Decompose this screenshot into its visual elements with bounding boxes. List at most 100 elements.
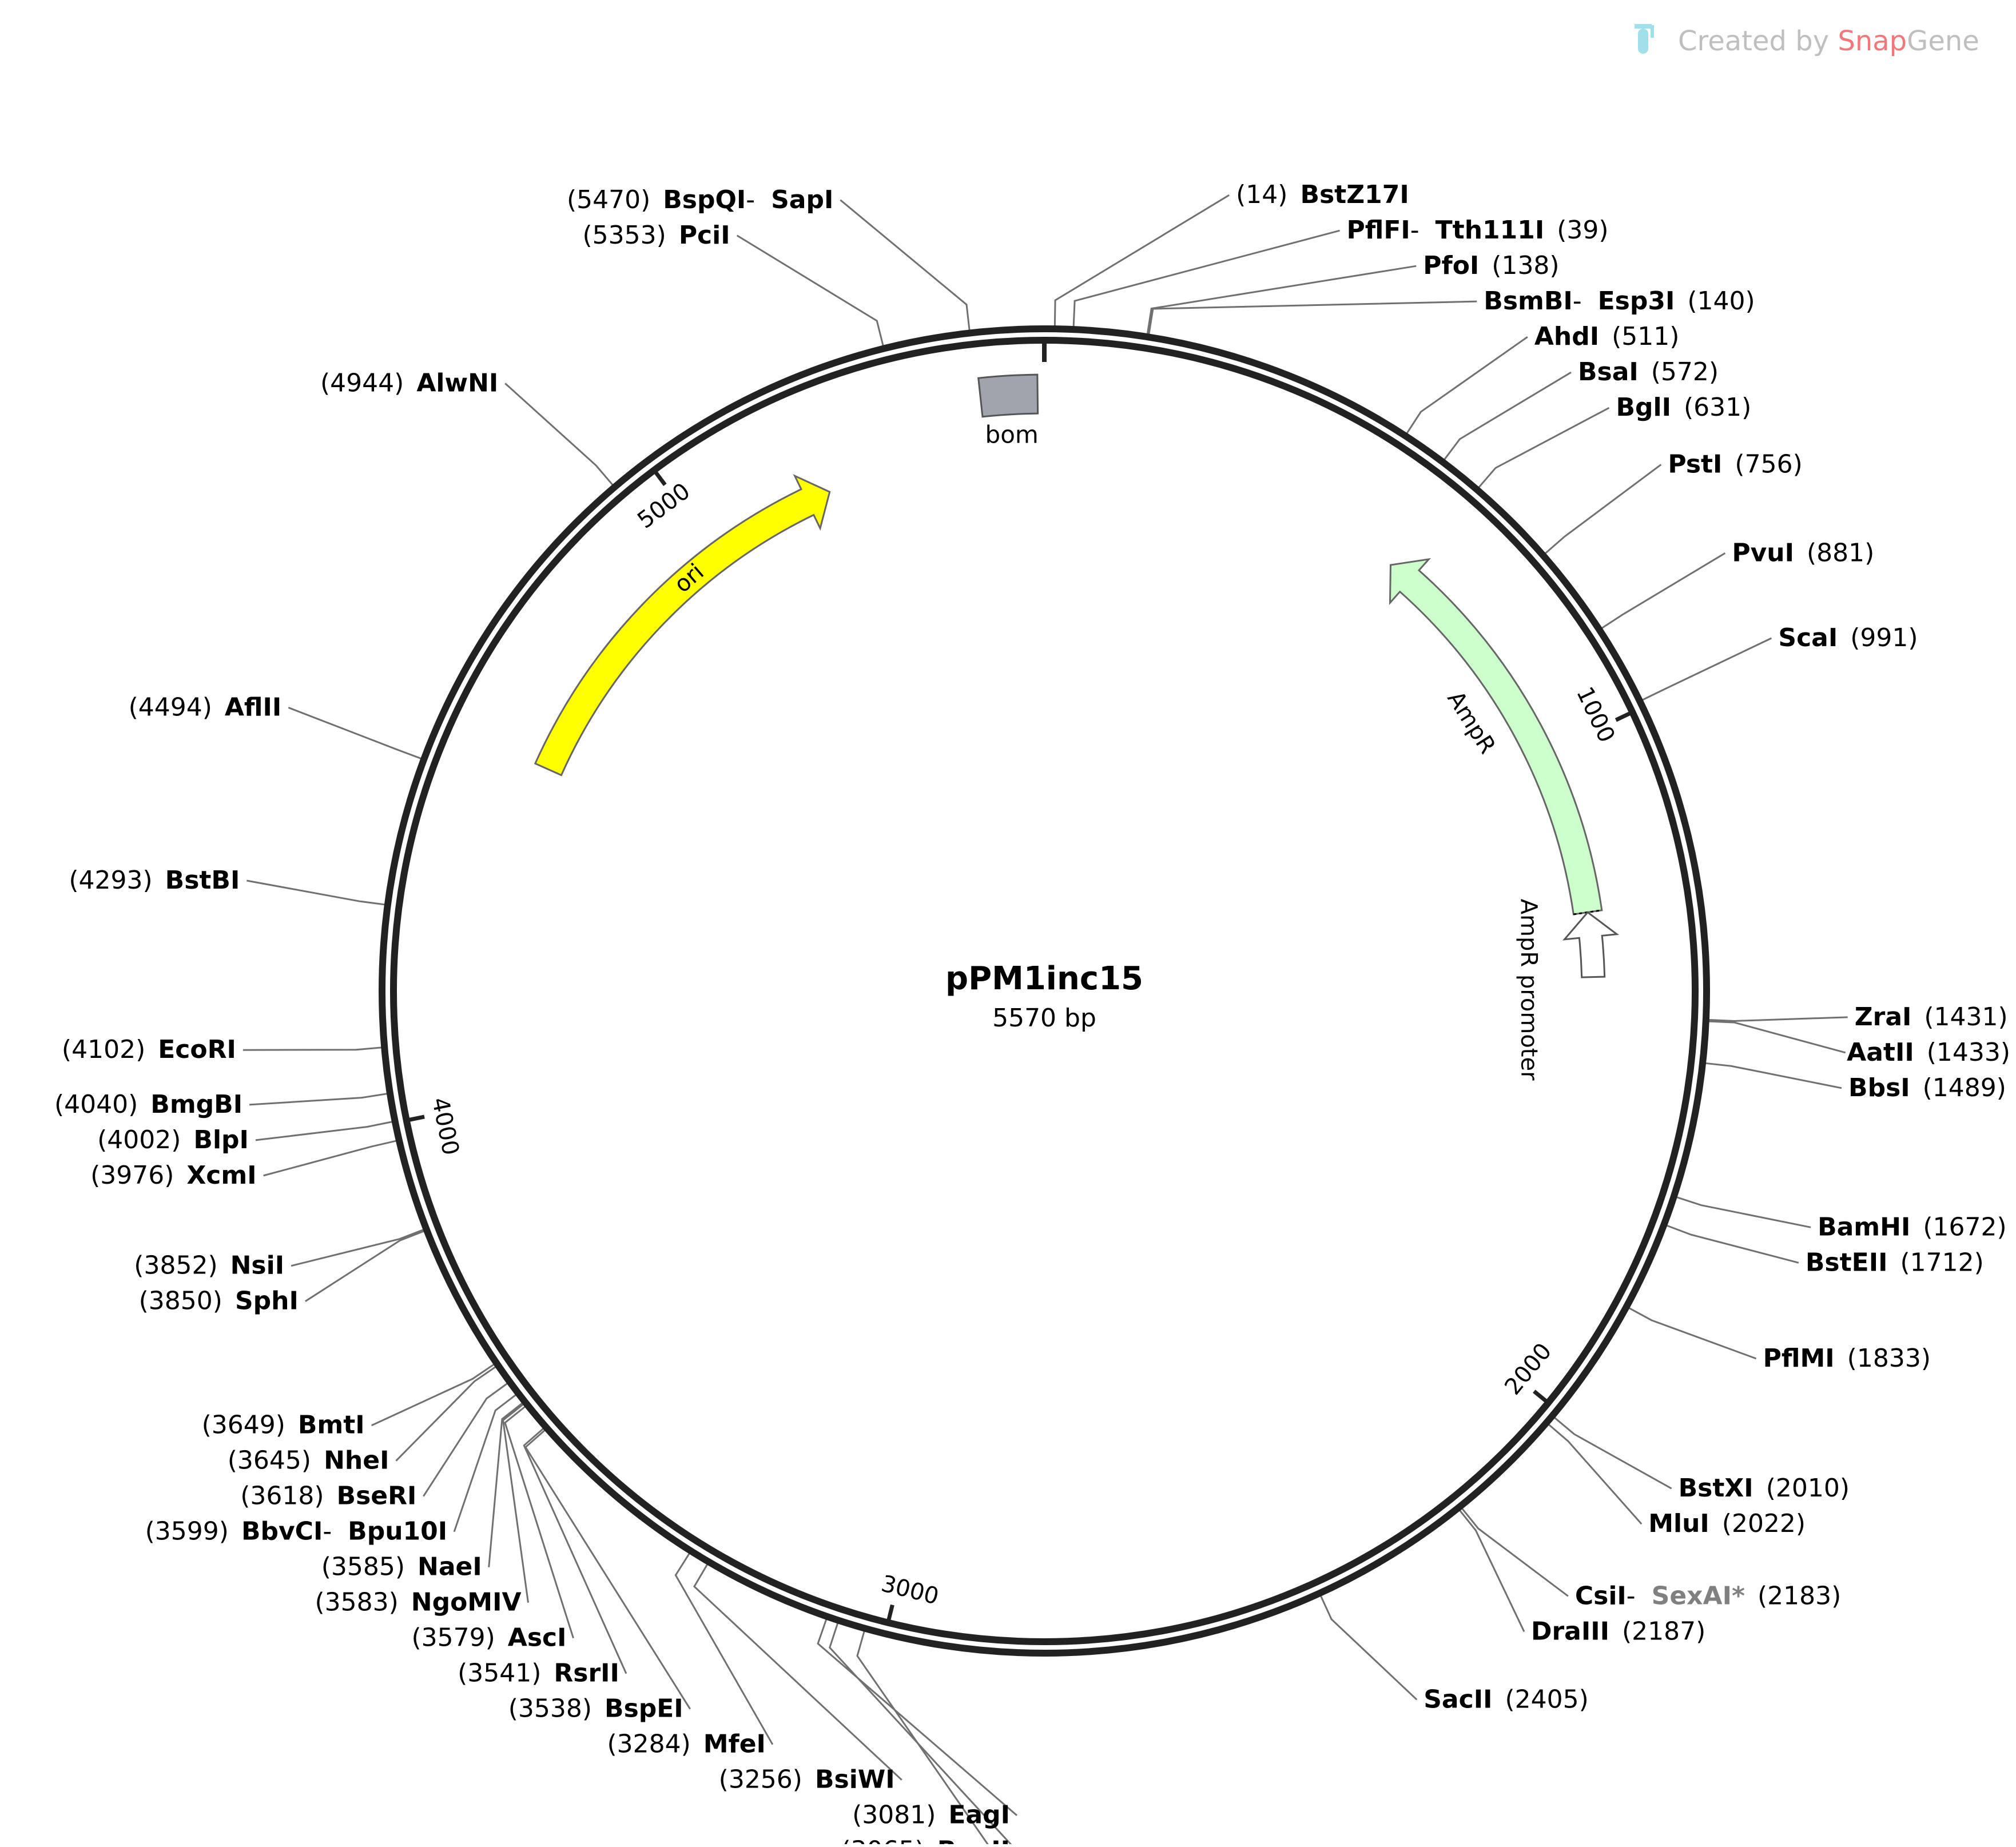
enzyme-name: MfeI	[703, 1730, 766, 1759]
site-position: (39)	[1557, 216, 1608, 245]
site-position: (4102)	[62, 1035, 145, 1064]
site-position: (5353)	[583, 221, 666, 250]
site-position: (3850)	[139, 1287, 222, 1316]
enzyme-separator: -	[1573, 286, 1582, 316]
site-label-sphi: (3850)SphI	[139, 1287, 299, 1316]
site-label-pflmi: PflMI(1833)	[1763, 1344, 1931, 1373]
site-position: (2010)	[1766, 1474, 1850, 1503]
site-label-nhei: (3645)NheI	[228, 1446, 389, 1475]
watermark-brand-snap: Snap	[1838, 25, 1907, 57]
site-position: (3599)	[145, 1517, 229, 1546]
site-label-bsmbi: BsmBI - Esp3I(140)	[1484, 286, 1755, 316]
enzyme-name: NheI	[324, 1446, 389, 1475]
site-label-pfoi: PfoI(138)	[1423, 251, 1559, 280]
leader-line	[1552, 1415, 1672, 1490]
leader-line	[1147, 300, 1477, 337]
site-label-bsiwi: (3256)BsiWI	[719, 1765, 895, 1794]
bom-box	[977, 373, 1039, 418]
tick-mark	[1533, 1390, 1550, 1404]
site-position: (3852)	[134, 1251, 217, 1280]
site-position: (572)	[1651, 357, 1719, 387]
site-position: (3081)	[852, 1801, 936, 1830]
site-position: (140)	[1687, 286, 1755, 316]
tick-mark	[406, 1114, 425, 1122]
site-label-banii: (3065) BanII	[841, 1836, 1010, 1847]
site-label-pvui: PvuI (881)	[1732, 538, 1874, 567]
site-label-xcmi: (3976)XcmI	[90, 1161, 257, 1190]
site-label-zrai: ZraI(1431)	[1855, 1002, 2008, 1032]
enzyme-name: NsiI	[230, 1251, 284, 1280]
leader-line	[856, 1628, 991, 1847]
site-position: (1431)	[1924, 1002, 2007, 1032]
enzyme-name: NaeI	[417, 1553, 482, 1582]
enzyme-name: AlwNI	[416, 369, 498, 398]
enzyme-name: BamHI	[1818, 1212, 1910, 1241]
site-position: (3541)	[458, 1659, 541, 1688]
leader-line	[263, 1139, 400, 1177]
enzyme-name: BstXI	[1679, 1474, 1753, 1503]
enzyme-name: BbsI	[1848, 1073, 1910, 1102]
enzyme-name: AatII	[1847, 1038, 1914, 1067]
enzyme-name: EcoRI	[158, 1035, 236, 1064]
tick-label: 4000	[427, 1095, 464, 1157]
leader-line	[1664, 1223, 1799, 1264]
site-label-bamhi: BamHI(1672)	[1818, 1212, 2007, 1241]
leader-line	[1702, 1062, 1842, 1089]
site-position: (3649)	[202, 1411, 285, 1440]
leader-line	[1476, 407, 1610, 491]
enzyme-name: PflFI	[1347, 216, 1410, 245]
site-position: (991)	[1850, 623, 1918, 652]
site-position: (138)	[1492, 251, 1559, 280]
site-position: (881)	[1807, 538, 1874, 567]
site-label-mfei: (3284)MfeI	[607, 1730, 765, 1759]
leader-line	[1072, 229, 1340, 330]
leader-line	[246, 879, 388, 906]
leader-line	[1639, 637, 1772, 702]
site-label-mlui: MluI(2022)	[1648, 1509, 1806, 1538]
leader-lines	[242, 194, 1848, 1847]
site-label-aatii: AatII(1433)	[1847, 1038, 2010, 1067]
enzyme-name: BspEI	[605, 1694, 683, 1723]
enzyme-name: PvuI	[1732, 538, 1794, 567]
site-label-bmti: (3649)BmtI	[202, 1411, 365, 1440]
enzyme-name: BanII	[937, 1836, 1010, 1844]
site-label-ngomiv: (3583)NgoMIV	[315, 1588, 521, 1617]
enzyme-name: BspQI	[663, 185, 746, 214]
enzyme-separator: -	[746, 185, 755, 214]
enzyme-name: BlpI	[193, 1125, 249, 1155]
site-label-bstxi: BstXI (2010)	[1679, 1474, 1850, 1503]
site-label-csii: CsiI - SexAI*(2183)	[1575, 1581, 1841, 1610]
site-label-bbsi: BbsI(1489)	[1848, 1073, 2006, 1102]
site-position: (2187)	[1622, 1617, 1705, 1646]
site-position: (631)	[1684, 393, 1751, 422]
leader-line	[504, 1404, 574, 1639]
site-label-bseri: (3618)BseRI	[240, 1482, 416, 1511]
leader-line	[1546, 1422, 1643, 1525]
site-label-bstz17i: (14)BstZ17I	[1236, 180, 1409, 209]
leader-line	[249, 1092, 391, 1106]
site-label-bmgbi: (4040)BmgBI	[54, 1090, 242, 1119]
site-position: (3065)	[841, 1836, 924, 1844]
enzyme-name: BstZ17I	[1300, 180, 1409, 209]
site-label-sacii: SacII(2405)	[1423, 1685, 1589, 1714]
tick-mark	[886, 1604, 894, 1623]
leader-line	[504, 383, 615, 488]
site-label-eagi: (3081)EagI	[852, 1801, 1010, 1830]
tick-mark	[652, 469, 667, 486]
leader-line	[1542, 464, 1662, 556]
site-position: (3585)	[321, 1553, 405, 1582]
enzyme-name: BseRI	[337, 1482, 417, 1511]
enzyme-name: SapI	[771, 185, 833, 214]
site-position: (1833)	[1847, 1344, 1931, 1373]
site-position: (4002)	[97, 1125, 181, 1155]
site-label-blpi: (4002) BlpI	[97, 1125, 249, 1155]
site-position: (3976)	[90, 1161, 174, 1190]
watermark-brand-gene: Gene	[1907, 25, 1979, 57]
site-position: (756)	[1735, 449, 1802, 479]
tick-label: 5000	[633, 478, 695, 534]
leader-line	[1705, 1020, 1846, 1054]
enzyme-name: AhdI	[1534, 322, 1599, 351]
enzyme-name: AflII	[225, 692, 281, 722]
site-label-bsteii: BstEII(1712)	[1806, 1248, 1984, 1277]
